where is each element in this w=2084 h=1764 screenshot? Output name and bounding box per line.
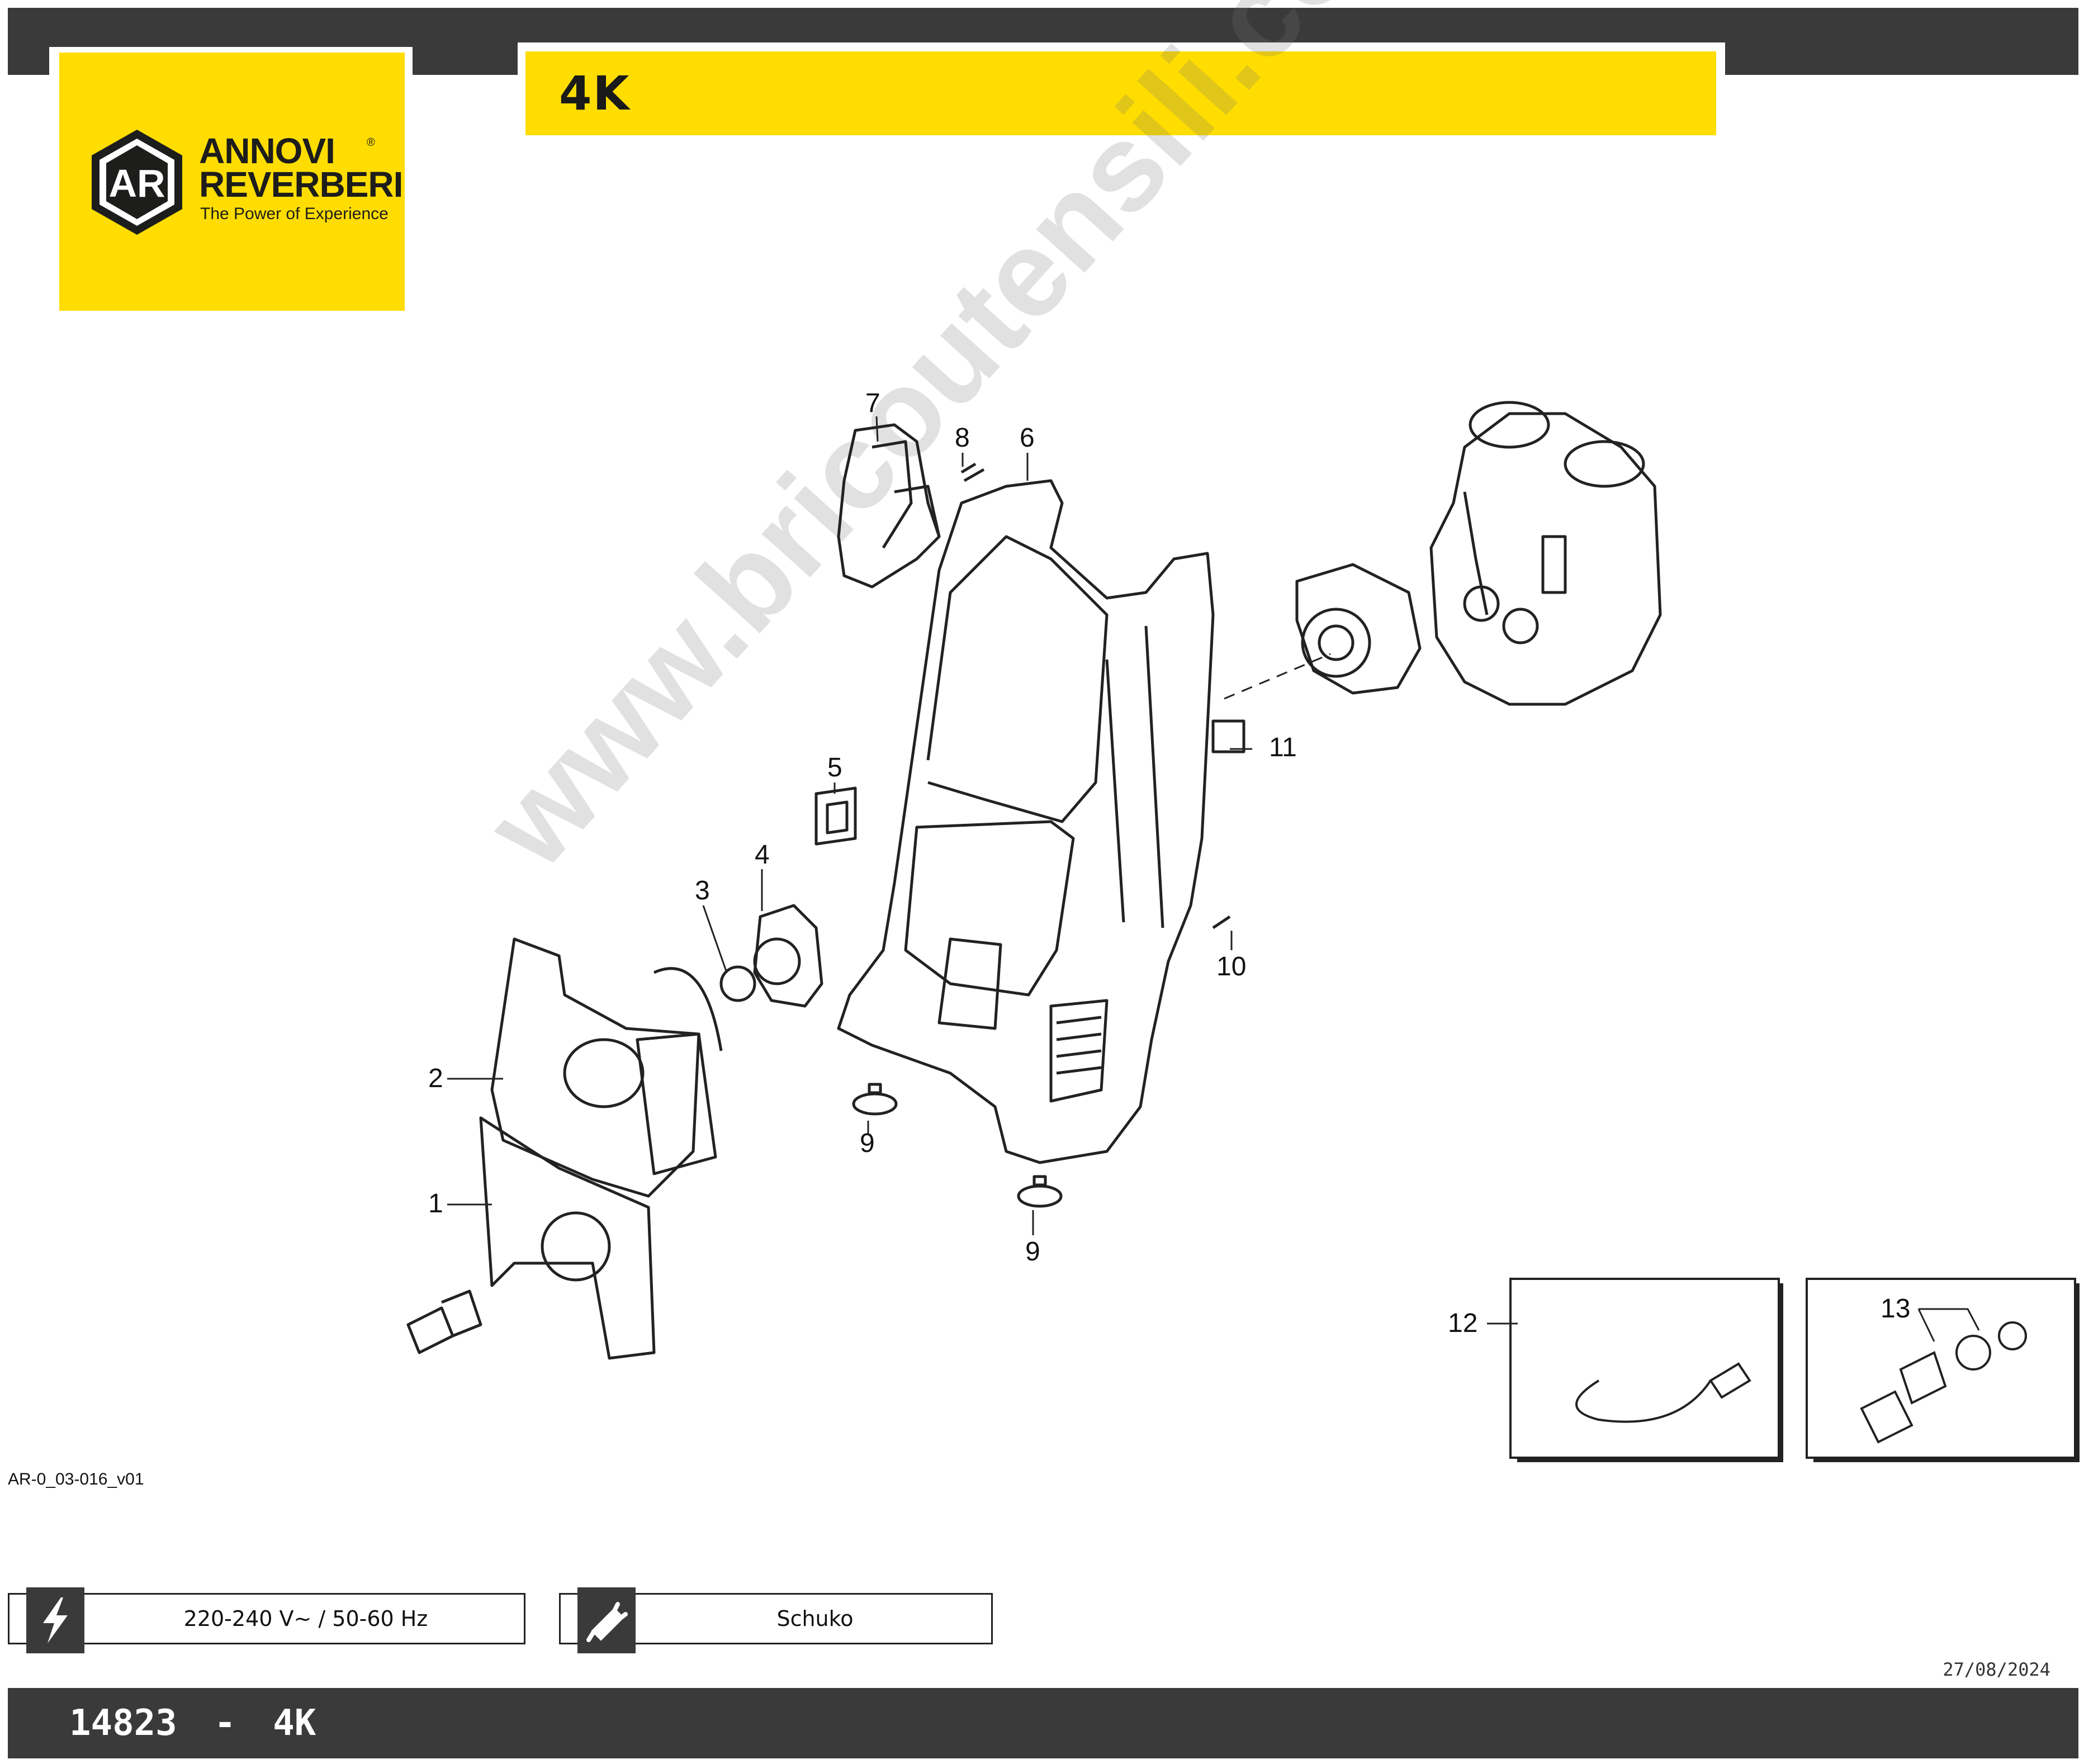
foot-9a-part — [852, 1083, 898, 1116]
clip-5-part — [814, 786, 857, 846]
bottom-bar — [8, 1688, 2078, 1758]
foot-9b-part — [1017, 1175, 1063, 1208]
callout-11: 11 — [1269, 733, 1297, 762]
arc-segment-part — [653, 967, 723, 1051]
handle-part — [837, 423, 941, 589]
title-bar — [525, 51, 1716, 135]
callout-2: 2 — [428, 1064, 443, 1093]
model-code: 14823 — [69, 1703, 177, 1744]
callout-4: 4 — [755, 840, 770, 870]
front-panel-2-part — [490, 937, 717, 1198]
callout-9a: 9 — [860, 1128, 875, 1158]
inlet-coupling-13-part — [1860, 1390, 1914, 1444]
brand-slogan: The Power of Experience — [200, 205, 389, 223]
callout-9b: 9 — [1025, 1237, 1040, 1267]
brand-name-line2: REVERBERI — [199, 164, 403, 205]
main-housing-part — [837, 479, 1215, 1164]
model-name: 4K — [273, 1703, 316, 1744]
lightning-icon — [26, 1587, 84, 1653]
callout-13: 13 — [1881, 1294, 1911, 1324]
footer-model: 14823 - 4K — [69, 1703, 316, 1744]
reel-4-part — [753, 904, 823, 1008]
callout-10: 10 — [1216, 952, 1247, 981]
page-title: 4K — [559, 66, 631, 121]
model-separator: - — [214, 1703, 236, 1744]
revision-date: 27/08/2024 — [1943, 1659, 2050, 1680]
motor-block-part — [1295, 563, 1422, 695]
lower-panel-1-part — [479, 1116, 656, 1360]
callout-3: 3 — [695, 876, 710, 905]
power-cable-part — [1575, 1379, 1712, 1423]
logo-letters: AR — [108, 162, 165, 205]
plug-text: Schuko — [776, 1606, 854, 1631]
ar-logo-icon: AR — [92, 130, 182, 235]
plug-icon — [577, 1587, 636, 1653]
pump-unit-part — [1429, 401, 1662, 706]
brand-name-line1: ANNOVI — [199, 131, 335, 171]
plug-spec-box: Schuko — [559, 1587, 993, 1653]
bushing-11-part — [1211, 719, 1245, 753]
voltage-spec-box: 220-240 V~ / 50-60 Hz — [8, 1587, 525, 1653]
document-reference: AR-0_03-016_v01 — [8, 1470, 144, 1488]
inset-box-13 — [1806, 1278, 2076, 1459]
disc-3-part — [719, 965, 756, 1002]
voltage-text: 220-240 V~ / 50-60 Hz — [183, 1606, 428, 1631]
inset-box-12 — [1509, 1278, 1780, 1459]
registered-mark: ® — [367, 136, 375, 149]
screw-8-part — [960, 462, 985, 482]
callout-1: 1 — [428, 1189, 443, 1218]
callout-8: 8 — [955, 423, 970, 453]
callout-7: 7 — [865, 388, 880, 418]
callout-6: 6 — [1020, 423, 1035, 453]
screw-10-part — [1212, 915, 1231, 930]
callout-12: 12 — [1448, 1308, 1478, 1338]
hose-coupling-part — [406, 1289, 482, 1354]
callout-5: 5 — [827, 753, 842, 783]
